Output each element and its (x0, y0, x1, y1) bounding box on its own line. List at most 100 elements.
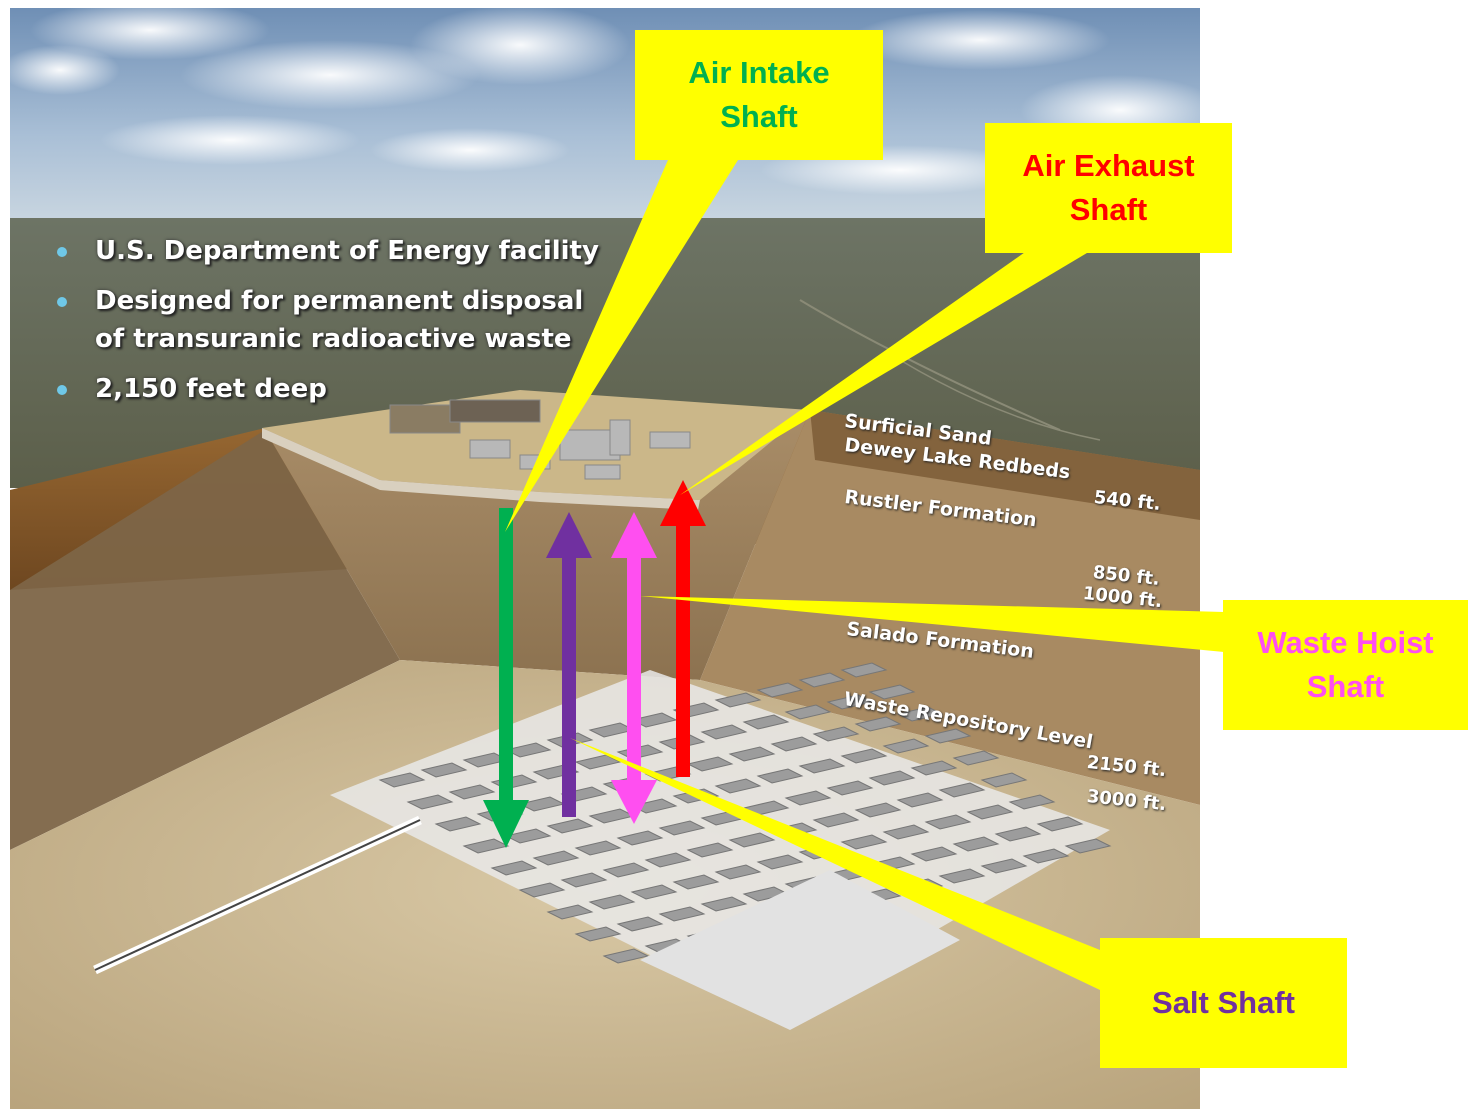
repository-cell (798, 672, 846, 688)
repository-cell (770, 736, 818, 752)
repository-cell (980, 858, 1028, 874)
bullet-item: 2,150 feet deep (55, 370, 615, 408)
surface-buildings (389, 399, 691, 480)
repository-cell (714, 778, 762, 794)
bullet-dot-icon (57, 385, 67, 395)
repository-cell (462, 838, 510, 854)
repository-cell (952, 836, 1000, 852)
repository-cell (518, 882, 566, 898)
air-exhaust-arrow (660, 480, 706, 777)
callout-line: Air Exhaust (1022, 148, 1195, 183)
callout-line: Shaft (1306, 669, 1385, 704)
repository-cell (378, 772, 426, 788)
callout-line: Air Intake (688, 55, 830, 90)
repository-cell (784, 790, 832, 806)
callout-line: Salt Shaft (1152, 985, 1295, 1020)
left-wall (10, 430, 400, 850)
callout-leaders (505, 160, 1224, 990)
repository-cell (504, 742, 552, 758)
repository-cell (588, 894, 636, 910)
repository-cell (882, 738, 930, 754)
repository-cell (490, 860, 538, 876)
repository-cell (868, 684, 916, 700)
repository-cell (938, 868, 986, 884)
repository-cell (910, 760, 958, 776)
bullet-dot-icon (57, 247, 67, 257)
repository-cell (952, 750, 1000, 766)
waste-hoist-arrow (611, 512, 657, 824)
repository-cell (756, 768, 804, 784)
repository-cell (630, 884, 678, 900)
salt-arrow (546, 512, 592, 817)
bullet-text: 2,150 feet deep (95, 374, 327, 404)
repository-cell (840, 662, 888, 678)
facility-bullet-list: U.S. Department of Energy facility Desig… (55, 232, 615, 420)
repository-cell (616, 830, 664, 846)
bullet-text: U.S. Department of Energy facility (95, 236, 599, 266)
repository-cell (714, 692, 762, 708)
repository-cell (546, 904, 594, 920)
clouds (0, 0, 1220, 195)
callout-line: Shaft (720, 99, 798, 134)
repository-cell (434, 816, 482, 832)
salt-shaft-callout: Salt Shaft (1100, 938, 1347, 1068)
repository-cell (658, 820, 706, 836)
repository-cell (574, 926, 622, 942)
repository-cell (644, 852, 692, 868)
repository-cell (658, 906, 706, 922)
repository-cell (714, 864, 762, 880)
repository-cell (406, 794, 454, 810)
repository-cell (826, 694, 874, 710)
repository-cell (896, 792, 944, 808)
shaft-arrows (483, 480, 706, 848)
callout-line: Shaft (1069, 192, 1148, 227)
repository-cell (560, 872, 608, 888)
repository-cell (756, 854, 804, 870)
repository-cell (616, 916, 664, 932)
repository-cell (784, 704, 832, 720)
repository-cell (630, 798, 678, 814)
repository-cell (938, 782, 986, 798)
repository-cell (574, 754, 622, 770)
repository-cell (728, 746, 776, 762)
repository-cell (868, 770, 916, 786)
repository-cell (602, 862, 650, 878)
repository-cell (994, 826, 1042, 842)
repository-cell (420, 762, 468, 778)
repository-cell (574, 840, 622, 856)
repository-cell (896, 706, 944, 722)
bullet-text: Designed for permanent disposal of trans… (95, 286, 584, 354)
repository-cell (854, 716, 902, 732)
repository-cell (448, 784, 496, 800)
repository-cell (504, 828, 552, 844)
repository-cell (882, 824, 930, 840)
repository-cell (840, 834, 888, 850)
repository-cell (700, 724, 748, 740)
repository-cell (854, 802, 902, 818)
repository-cell (910, 846, 958, 862)
repository-cell (1036, 816, 1084, 832)
repository-cell (686, 842, 734, 858)
repository-cell (742, 714, 790, 730)
repository-cell (532, 850, 580, 866)
repository-cell (728, 832, 776, 848)
repository-cell (686, 756, 734, 772)
bullet-item: Designed for permanent disposal of trans… (55, 282, 615, 358)
bullet-item: U.S. Department of Energy facility (55, 232, 615, 270)
repository-cell (812, 812, 860, 828)
repository-cell (924, 814, 972, 830)
repository-cell (840, 748, 888, 764)
callout-line: Waste Hoist (1257, 625, 1434, 660)
repository-cell (602, 948, 650, 964)
repository-cell (1022, 848, 1070, 864)
repository-cell (980, 772, 1028, 788)
repository-cell (1064, 838, 1112, 854)
repository-cell (672, 874, 720, 890)
repository-cell (966, 804, 1014, 820)
repository-cell (1008, 794, 1056, 810)
repository-cell (546, 818, 594, 834)
